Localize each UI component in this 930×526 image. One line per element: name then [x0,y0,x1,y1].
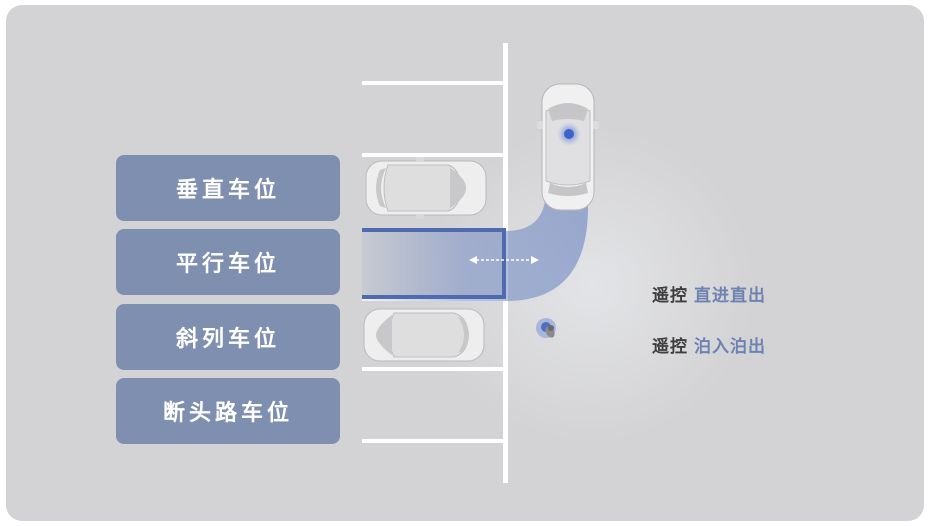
stall-line [362,153,504,157]
scene-card: 垂直车位 平行车位 斜列车位 断头路车位 [6,5,924,521]
menu-item-perpendicular[interactable]: 垂直车位 [116,155,340,221]
car-icon [537,83,599,211]
menu-item-parallel[interactable]: 平行车位 [116,229,340,295]
menu-item-label: 斜列车位 [175,327,280,352]
caption-prefix: 遥控 [652,286,688,306]
caption-drive-in-out: 遥控直进直出 [652,281,766,306]
stall-line [362,367,504,371]
caption-prefix: 遥控 [652,337,688,357]
stall-line [362,81,504,85]
double-arrow-icon [469,256,539,264]
stall-line [362,439,504,443]
menu-item-label: 垂直车位 [175,178,280,203]
phone-signal-icon [557,122,581,146]
target-stall [362,228,506,299]
caption-highlight: 泊入泊出 [694,337,766,357]
menu-item-dead-end[interactable]: 断头路车位 [116,378,340,444]
menu-item-label: 平行车位 [175,252,280,277]
parking-diagram [362,43,599,483]
car-icon [363,308,485,362]
vehicle-path [362,193,588,301]
caption-highlight: 直进直出 [694,286,766,306]
car-icon [365,157,487,219]
menu-item-label: 断头路车位 [162,401,293,426]
menu-item-angled[interactable]: 斜列车位 [116,304,340,370]
caption-park-in-out: 遥控泊入泊出 [652,332,766,357]
person-icon [536,318,556,338]
